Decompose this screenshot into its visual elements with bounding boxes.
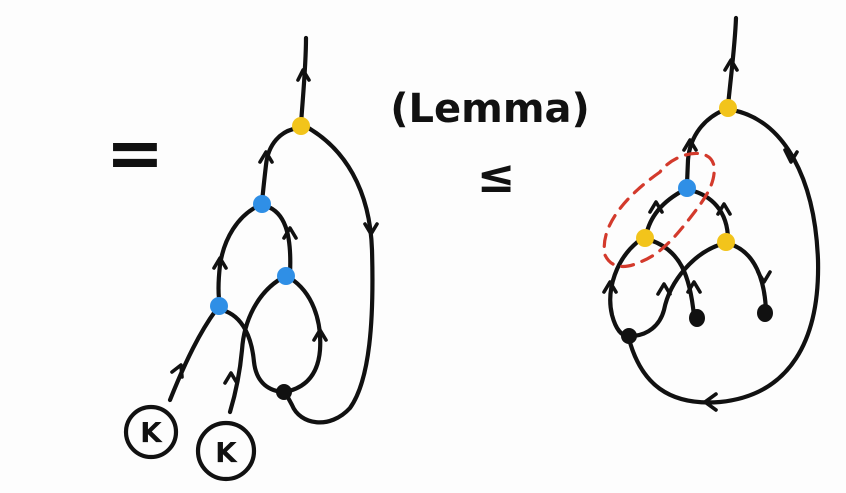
arrow-right-yr-left <box>656 282 672 296</box>
right-yellow-node-left <box>636 229 654 247</box>
left-output-wire <box>298 35 309 127</box>
right-yellow-node-top <box>719 99 737 117</box>
left-yellow-node <box>292 117 310 135</box>
wire-yellow-loop <box>282 123 375 425</box>
right-diagram <box>602 15 821 412</box>
right-black-node <box>621 328 637 344</box>
arrow-right-blue-right <box>716 202 732 216</box>
wire-right-yl-right <box>647 237 697 319</box>
right-output-arrow <box>723 58 739 72</box>
wire-blue3-right <box>219 307 285 395</box>
wire-blue2-left <box>227 275 285 415</box>
wire-right-blue-to-yellow-right <box>687 187 731 243</box>
wire-blue1-to-blue3 <box>216 203 261 308</box>
right-blue-node <box>678 179 696 197</box>
wire-right-yellow-to-blue <box>684 107 727 187</box>
right-yellow-node-right <box>717 233 735 251</box>
arrow-yellow-blue1 <box>258 150 274 164</box>
wire-yellow-to-blue1 <box>259 125 302 205</box>
k-box-right <box>195 420 257 482</box>
left-output-arrow <box>296 68 311 82</box>
wire-right-outer-loop <box>625 107 821 405</box>
arrow-right-yr-right <box>756 270 772 284</box>
wire-right-yr-left <box>627 241 725 339</box>
left-diagram: K K <box>123 35 379 482</box>
k-box-left-label: K <box>140 416 163 449</box>
arrow-blue2-right <box>312 328 328 342</box>
red-dashed-highlight <box>602 151 716 268</box>
arrow-right-yl-left <box>602 280 618 294</box>
arrow-yellow-loop <box>363 222 379 236</box>
arrow-right-outer-top <box>783 148 799 164</box>
k-box-right-label: K <box>215 436 238 469</box>
wire-blue1-to-blue2 <box>263 203 293 277</box>
left-black-node <box>276 384 292 400</box>
leq-sign: ≤ <box>477 149 516 203</box>
arrow-to-blue3 <box>170 363 184 379</box>
wire-right-yr-right <box>727 241 769 315</box>
arrow-k2-up <box>223 371 239 385</box>
wire-blue3-to-k1 <box>167 307 219 403</box>
k-box-left <box>123 404 179 460</box>
arrow-right-yellow-blue <box>682 138 698 152</box>
right-terminal-node-1 <box>689 309 705 327</box>
left-blue-node-3 <box>210 297 228 315</box>
arrow-blue1-blue3 <box>212 256 228 270</box>
left-blue-node-1 <box>253 195 271 213</box>
lemma-label: (Lemma) <box>390 86 590 132</box>
equals-sign: = <box>106 112 165 194</box>
wire-right-blue-to-yellow-left <box>643 187 687 239</box>
arrow-right-outer-bottom <box>703 392 718 412</box>
right-terminal-node-2 <box>757 304 773 322</box>
left-blue-node-2 <box>277 267 295 285</box>
arrow-blue1-blue2 <box>282 226 298 240</box>
arrow-right-yl-right <box>686 280 702 294</box>
arrow-right-blue-left <box>648 200 664 214</box>
wire-blue2-right <box>282 275 323 395</box>
